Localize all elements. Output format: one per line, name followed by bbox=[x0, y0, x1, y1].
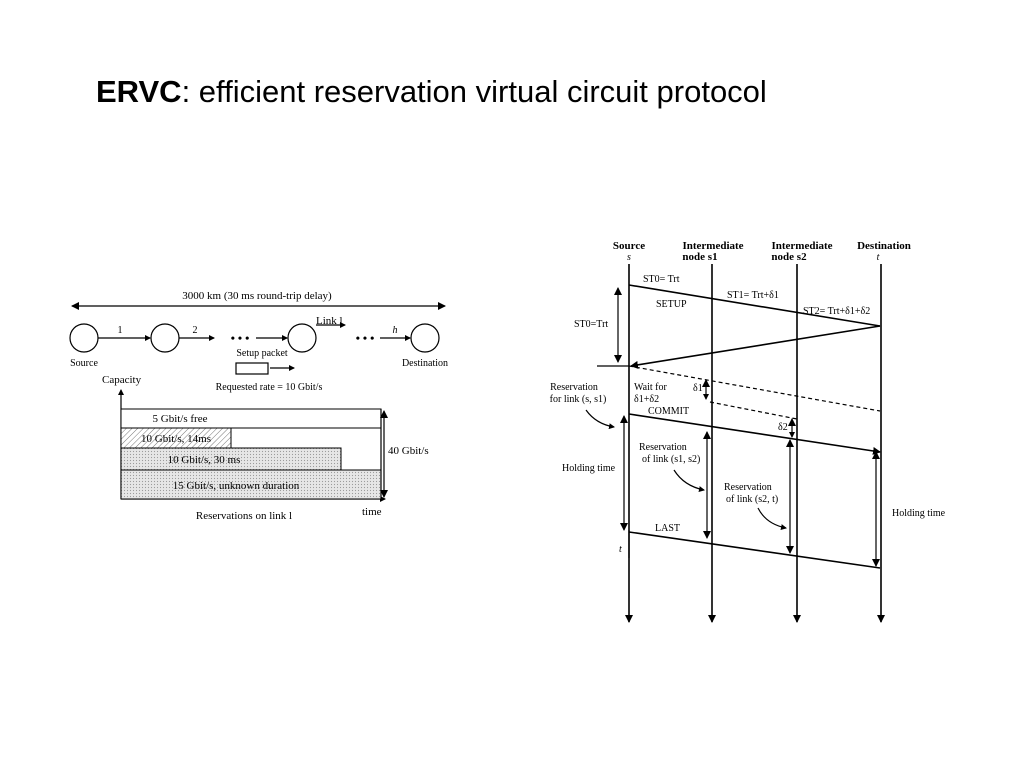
setup-packet-label: Setup packet bbox=[236, 348, 288, 359]
source-label: Source bbox=[70, 358, 98, 369]
col-s1-sub: node s1 bbox=[682, 251, 717, 263]
reservation-label-free: 5 Gbit/s free bbox=[153, 413, 208, 425]
slide-title: ERVC: efficient reservation virtual circ… bbox=[96, 74, 767, 110]
title-bold: ERVC bbox=[96, 74, 182, 109]
setup-label: SETUP bbox=[656, 299, 687, 310]
holding-time-left: Holding time bbox=[562, 463, 616, 474]
dashed-line-1 bbox=[628, 365, 881, 412]
node-l bbox=[287, 323, 317, 353]
source-node bbox=[69, 323, 99, 353]
st1-label: ST1= Trt+δ1 bbox=[727, 290, 779, 301]
col-source-sub: s bbox=[627, 252, 631, 263]
t-label: t bbox=[619, 544, 622, 555]
last-line bbox=[628, 531, 881, 569]
res-s-s1-arrow bbox=[585, 409, 615, 430]
requested-rate-label: Requested rate = 10 Gbit/s bbox=[216, 382, 323, 393]
col-dest-sub: t bbox=[877, 252, 880, 263]
delta1-label: δ1 bbox=[693, 383, 703, 394]
st0-top-label: ST0= Trt bbox=[643, 274, 680, 285]
col-source-title: Source bbox=[613, 240, 645, 252]
res-s2-t-line2: of link (s2, t) bbox=[726, 494, 778, 505]
res-s1-s2-line2: of link (s1, s2) bbox=[642, 454, 700, 465]
right-diagram: Source s Intermediate node s1 Intermedia… bbox=[550, 240, 946, 623]
res-s2-t-line1: Reservation bbox=[724, 482, 772, 493]
res-s-s1-line2: for link (s, s1) bbox=[550, 394, 607, 405]
destination-node bbox=[410, 323, 440, 353]
reply-line bbox=[630, 325, 881, 369]
setup-packet-box bbox=[235, 362, 269, 375]
res-s-s1-line1: Reservation bbox=[550, 382, 598, 393]
distance-label: 3000 km (30 ms round-trip delay) bbox=[182, 290, 332, 302]
res-s1-s2-arrow bbox=[673, 469, 705, 492]
commit-label: COMMIT bbox=[648, 406, 689, 417]
time-label: time bbox=[362, 506, 382, 518]
hop-label-2: 2 bbox=[193, 325, 198, 336]
reservation-label-14ms: 10 Gbit/s, 14ms bbox=[141, 433, 211, 445]
destination-label: Destination bbox=[402, 358, 448, 369]
setup-line bbox=[628, 284, 881, 327]
col-dest-title: Destination bbox=[857, 240, 911, 252]
reservation-label-unknown: 15 Gbit/s, unknown duration bbox=[173, 480, 300, 492]
col-s2-title: Intermediate bbox=[771, 240, 832, 252]
res-s2-t-arrow bbox=[757, 507, 787, 530]
total-capacity-label: 40 Gbit/s bbox=[388, 445, 429, 457]
hop-label-1: 1 bbox=[118, 325, 123, 336]
commit-line bbox=[628, 413, 881, 455]
link-l-label: Link l bbox=[316, 315, 343, 327]
st2-label: ST2= Trt+δ1+δ2 bbox=[803, 306, 870, 317]
reservation-unknown-bar bbox=[120, 469, 382, 500]
title-rest: : efficient reservation virtual circuit … bbox=[181, 74, 767, 109]
reservation-label-30ms: 10 Gbit/s, 30 ms bbox=[168, 454, 241, 466]
dashed-line-2 bbox=[709, 401, 798, 420]
ellipsis-1: • • • bbox=[231, 331, 250, 345]
wait-for-line2: δ1+δ2 bbox=[634, 394, 659, 405]
node-1 bbox=[150, 323, 180, 353]
hop-label-h: h bbox=[393, 325, 398, 336]
left-diagram: 3000 km (30 ms round-trip delay) 1 2 • •… bbox=[69, 290, 448, 522]
res-s1-s2-line1: Reservation bbox=[639, 442, 687, 453]
last-label: LAST bbox=[655, 523, 680, 534]
wait-for-line1: Wait for bbox=[634, 382, 667, 393]
col-s1-title: Intermediate bbox=[682, 240, 743, 252]
left-caption: Reservations on link l bbox=[196, 510, 292, 522]
delta2-label: δ2 bbox=[778, 422, 788, 433]
col-s2-sub: node s2 bbox=[771, 251, 807, 263]
holding-time-right: Holding time bbox=[892, 508, 946, 519]
st0-left-label: ST0=Trt bbox=[574, 319, 608, 330]
capacity-label: Capacity bbox=[102, 374, 142, 386]
ellipsis-2: • • • bbox=[356, 331, 375, 345]
